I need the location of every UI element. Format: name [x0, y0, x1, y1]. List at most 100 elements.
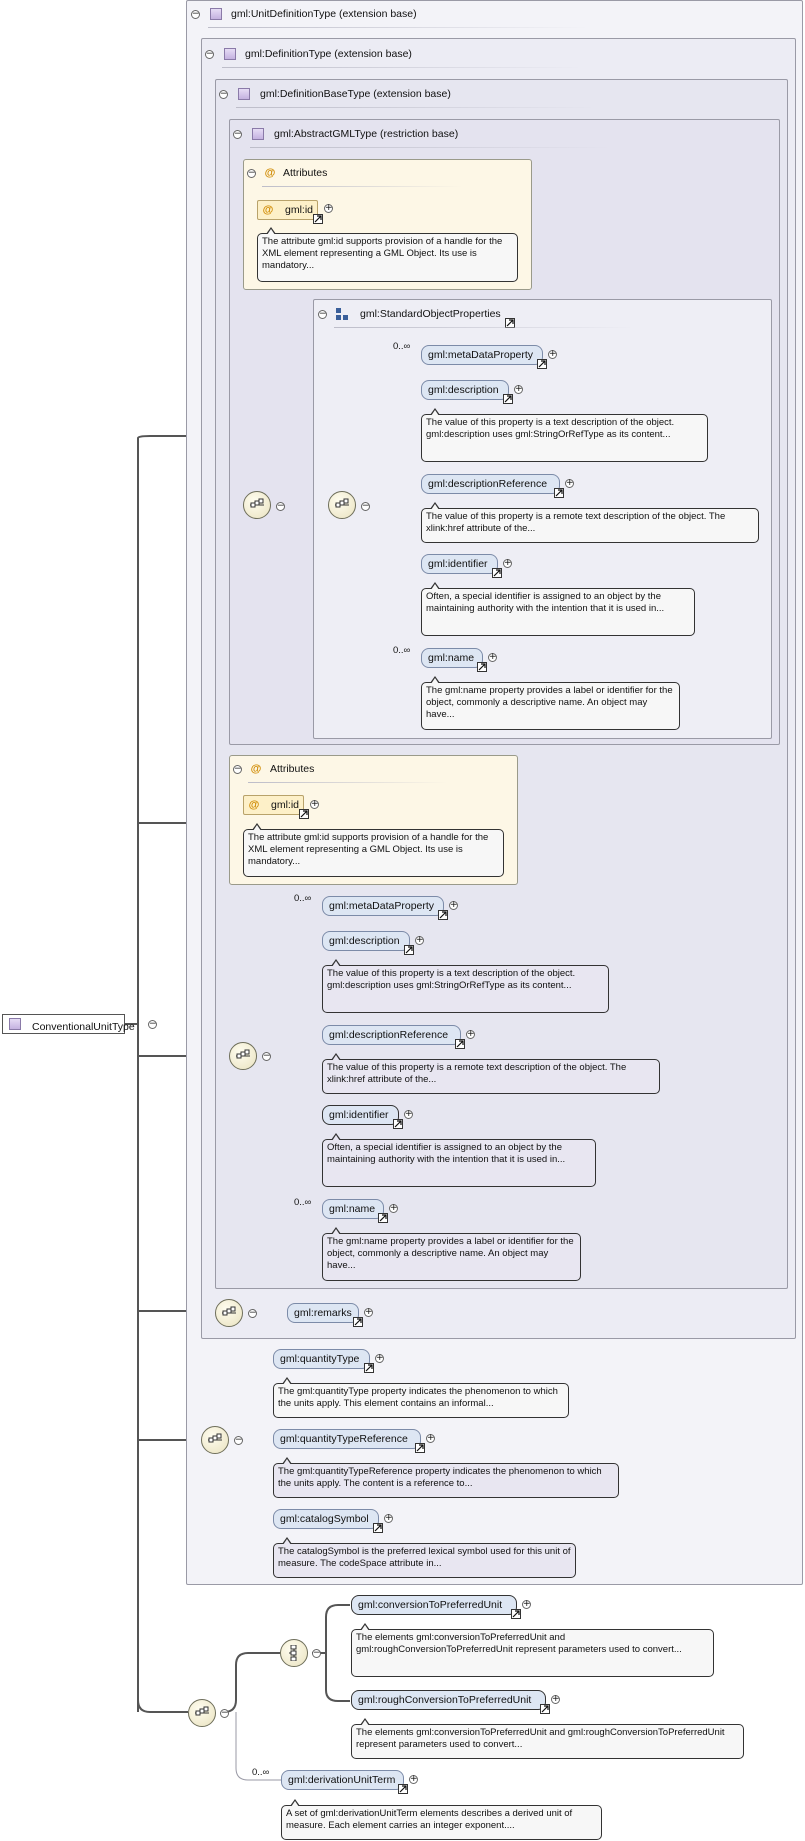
element-name[interactable]: gml:name — [421, 648, 483, 668]
identifier-doc: Often, a special identifier is assigned … — [322, 1133, 596, 1187]
sequence-compositor-icon[interactable] — [201, 1426, 229, 1454]
collapse-icon[interactable]: − — [219, 89, 228, 99]
link-arrow-icon[interactable] — [404, 945, 414, 955]
expand-icon[interactable]: + — [310, 799, 319, 809]
expand-icon[interactable]: + — [415, 935, 424, 945]
attribute-gml-id[interactable]: @ gml:id — [257, 200, 318, 220]
collapse-icon[interactable]: − — [233, 129, 242, 139]
element-description-reference[interactable]: gml:descriptionReference — [421, 474, 560, 494]
expand-icon[interactable]: + — [404, 1109, 413, 1119]
element-conversion-to-preferred-unit[interactable]: gml:conversionToPreferredUnit — [351, 1595, 517, 1615]
attribute-at-icon: @ — [250, 763, 262, 775]
element-quantity-type-reference[interactable]: gml:quantityTypeReference — [273, 1429, 421, 1449]
description-doc: The value of this property is a text des… — [322, 959, 609, 1013]
attribute-at-icon: @ — [262, 204, 274, 216]
expand-icon[interactable]: + — [384, 1513, 393, 1523]
element-description[interactable]: gml:description — [421, 380, 509, 400]
choice-compositor-icon[interactable] — [280, 1639, 308, 1667]
element-name[interactable]: gml:name — [322, 1199, 384, 1219]
quantity-type-reference-doc: The gml:quantityTypeReference property i… — [273, 1457, 619, 1498]
sequence-compositor-icon[interactable] — [229, 1042, 257, 1070]
element-metadata-property[interactable]: gml:metaDataProperty — [322, 896, 444, 916]
link-arrow-icon[interactable] — [373, 1523, 383, 1533]
description-doc: The value of this property is a text des… — [421, 408, 708, 462]
separator — [262, 186, 462, 187]
link-arrow-icon[interactable] — [540, 1704, 550, 1714]
name-doc: The gml:name property provides a label o… — [421, 676, 680, 730]
expand-icon[interactable]: + — [488, 652, 497, 662]
link-arrow-icon[interactable] — [313, 214, 323, 224]
multiplicity-label: 0..∞ — [252, 1767, 270, 1778]
collapse-icon[interactable]: − — [148, 1019, 157, 1029]
sequence-compositor-icon[interactable] — [243, 491, 271, 519]
collapse-icon[interactable]: − — [312, 1648, 321, 1658]
expand-icon[interactable]: + — [551, 1694, 560, 1704]
expand-icon[interactable]: + — [324, 203, 333, 213]
element-metadata-property[interactable]: gml:metaDataProperty — [421, 345, 543, 365]
link-arrow-icon[interactable] — [353, 1317, 363, 1327]
attribute-gml-id[interactable]: @ gml:id — [243, 795, 304, 815]
complex-type-icon — [9, 1018, 21, 1030]
link-arrow-icon[interactable] — [299, 809, 309, 819]
expand-icon[interactable]: + — [565, 478, 574, 488]
expand-icon[interactable]: + — [449, 900, 458, 910]
complex-type-icon — [238, 88, 250, 100]
quantity-type-doc: The gml:quantityType property indicates … — [273, 1377, 569, 1418]
link-arrow-icon[interactable] — [393, 1119, 403, 1129]
expand-icon[interactable]: + — [466, 1029, 475, 1039]
collapse-icon[interactable]: − — [233, 764, 242, 774]
element-remarks[interactable]: gml:remarks — [287, 1303, 359, 1323]
expand-icon[interactable]: + — [426, 1433, 435, 1443]
sequence-compositor-icon[interactable] — [188, 1699, 216, 1727]
multiplicity-label: 0..∞ — [294, 893, 312, 904]
expand-icon[interactable]: + — [389, 1203, 398, 1213]
element-identifier[interactable]: gml:identifier — [322, 1105, 399, 1125]
expand-icon[interactable]: + — [409, 1774, 418, 1784]
collapse-icon[interactable]: − — [318, 309, 327, 319]
collapse-icon[interactable]: − — [247, 168, 256, 178]
link-arrow-icon[interactable] — [438, 910, 448, 920]
collapse-icon[interactable]: − — [262, 1051, 271, 1061]
link-arrow-icon[interactable] — [511, 1609, 521, 1619]
root-conventional-unit-type[interactable]: ConventionalUnitType — [2, 1014, 135, 1034]
link-arrow-icon[interactable] — [455, 1039, 465, 1049]
link-arrow-icon[interactable] — [378, 1213, 388, 1223]
link-arrow-icon[interactable] — [398, 1784, 408, 1794]
collapse-icon[interactable]: − — [220, 1708, 229, 1718]
expand-icon[interactable]: + — [364, 1307, 373, 1317]
group-icon — [336, 308, 348, 320]
element-identifier[interactable]: gml:identifier — [421, 554, 498, 574]
collapse-icon[interactable]: − — [191, 9, 200, 19]
element-rough-conversion-to-preferred-unit[interactable]: gml:roughConversionToPreferredUnit — [351, 1690, 546, 1710]
link-arrow-icon[interactable] — [554, 488, 564, 498]
link-arrow-icon[interactable] — [537, 359, 547, 369]
standard-object-properties-label: gml:StandardObjectProperties — [360, 308, 501, 320]
element-description-reference[interactable]: gml:descriptionReference — [322, 1025, 461, 1045]
catalog-symbol-doc: The catalogSymbol is the preferred lexic… — [273, 1537, 576, 1578]
sequence-compositor-icon[interactable] — [215, 1299, 243, 1327]
element-catalog-symbol[interactable]: gml:catalogSymbol — [273, 1509, 379, 1529]
expand-icon[interactable]: + — [375, 1353, 384, 1363]
collapse-icon[interactable]: − — [361, 501, 370, 511]
expand-icon[interactable]: + — [514, 384, 523, 394]
attribute-name: gml:id — [271, 799, 300, 811]
collapse-icon[interactable]: − — [276, 501, 285, 511]
link-arrow-icon[interactable] — [477, 662, 487, 672]
collapse-icon[interactable]: − — [248, 1308, 257, 1318]
link-arrow-icon[interactable] — [503, 394, 513, 404]
link-arrow-icon[interactable] — [364, 1363, 374, 1373]
definition-type-label: gml:DefinitionType (extension base) — [245, 48, 412, 60]
collapse-icon[interactable]: − — [234, 1435, 243, 1445]
collapse-icon[interactable]: − — [205, 49, 214, 59]
link-arrow-icon[interactable] — [492, 568, 502, 578]
expand-icon[interactable]: + — [548, 349, 557, 359]
separator — [208, 27, 588, 28]
expand-icon[interactable]: + — [503, 558, 512, 568]
sequence-compositor-icon[interactable] — [328, 491, 356, 519]
element-description[interactable]: gml:description — [322, 931, 410, 951]
element-quantity-type[interactable]: gml:quantityType — [273, 1349, 370, 1369]
element-derivation-unit-term[interactable]: gml:derivationUnitTerm — [281, 1770, 404, 1790]
abstract-gml-type-label: gml:AbstractGMLType (restriction base) — [274, 128, 459, 140]
expand-icon[interactable]: + — [522, 1599, 531, 1609]
link-arrow-icon[interactable] — [415, 1443, 425, 1453]
